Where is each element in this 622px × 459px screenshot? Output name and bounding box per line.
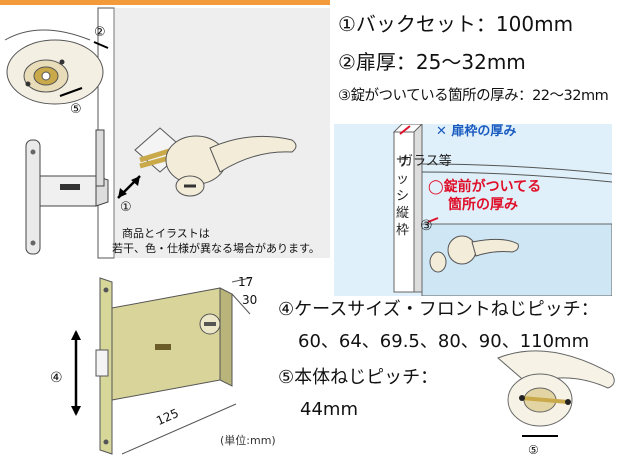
dimension-30: 30 xyxy=(242,293,258,307)
unit-label: (単位:mm) xyxy=(220,434,276,447)
spec-body-screw-value: 44mm xyxy=(300,399,358,420)
door-frame-inset: ✕ 扉枠の厚み ガラス等 サッシ縦枠 ◯錠前がついてる 箇所の厚み ③ xyxy=(334,124,612,296)
disclaimer-line-2: 若干、色・仕様が異なる場合があります。 xyxy=(112,242,320,255)
orange-accent-bar xyxy=(0,0,330,5)
door-frame-drawing xyxy=(392,124,612,296)
marker-3: ③ xyxy=(420,218,433,234)
marker-1: ① xyxy=(120,200,132,215)
marker-4: ④ xyxy=(50,370,63,386)
installation-illustration xyxy=(4,7,330,259)
spec-body-screw-label: ⑤本体ねじピッチ： xyxy=(278,367,439,388)
marker-5: ⑤ xyxy=(70,102,82,117)
rosette-drawing xyxy=(497,350,615,437)
spec-backset: ①バックセット：100mm xyxy=(338,12,574,36)
spec-case-size-label: ④ケースサイズ・フロントねじピッチ： xyxy=(278,299,599,320)
marker-5-bottom: ⑤ xyxy=(528,443,539,457)
dimension-17: 17 xyxy=(238,275,254,289)
sash-vertical-label: サッシ縦枠 xyxy=(396,155,410,238)
spec-lock-area-thickness: ③錠がついている箇所の厚み：22〜32mm xyxy=(338,88,609,104)
spec-door-thickness: ②扉厚：25〜32mm xyxy=(338,50,526,74)
disclaimer-line-1: 商品とイラストは xyxy=(122,227,210,240)
glass-label: ガラス等 xyxy=(400,154,452,169)
frame-thickness-label: ✕ 扉枠の厚み xyxy=(436,124,517,139)
lock-case-drawing xyxy=(71,277,251,455)
lock-front-label-1: ◯錠前がついてる xyxy=(428,179,542,195)
lock-front-label-2: 箇所の厚み xyxy=(448,197,518,213)
spec-case-size-values: 60、64、69.5、80、90、110mm xyxy=(298,331,590,352)
marker-2: ② xyxy=(94,25,106,40)
